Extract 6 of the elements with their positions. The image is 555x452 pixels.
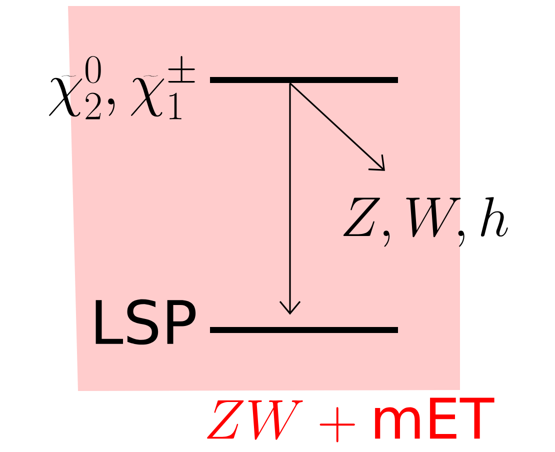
level-label: LSP bbox=[96, 299, 196, 345]
arrow bbox=[279, 83, 301, 315]
particle-label: $Z, W, h$ bbox=[343, 197, 508, 247]
level-label: $\widetilde{\chi}_2^0, \widetilde{\chi}_1^{\pm}$ bbox=[49, 56, 195, 120]
arrow bbox=[289, 82, 385, 171]
result-label: $ZW + \mathrm{mET}$ bbox=[207, 398, 494, 442]
